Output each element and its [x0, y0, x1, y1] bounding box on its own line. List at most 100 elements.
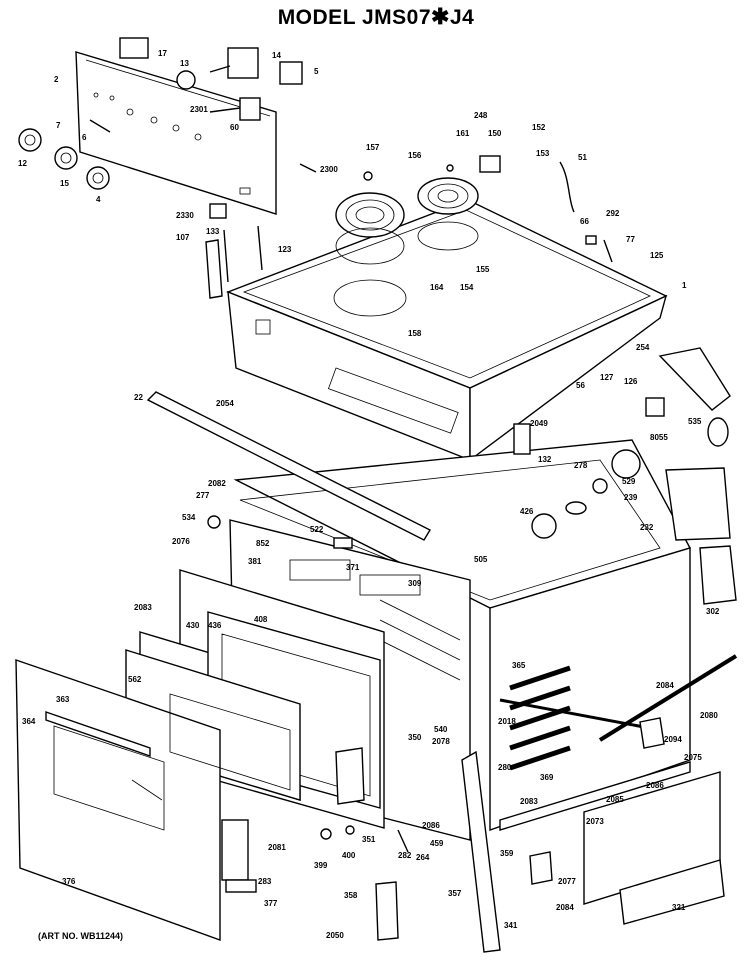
part-label: 534 [182, 513, 196, 522]
part-label: 505 [474, 555, 488, 564]
part-label: 408 [254, 615, 268, 624]
top-trim [146, 391, 431, 541]
part-label: 264 [416, 853, 430, 862]
art-number: (ART NO. WB11244) [38, 931, 124, 941]
part-labels: 17 14 5 13 2 2301 60 7 6 12 15 4 2300 15… [18, 49, 720, 940]
part-label: 365 [512, 661, 526, 670]
part-label: 2049 [530, 419, 548, 428]
part-label: 232 [640, 523, 654, 532]
part-label: 156 [408, 151, 422, 160]
part-label: 107 [176, 233, 190, 242]
part-label: 8055 [650, 433, 668, 442]
part-label: 381 [248, 557, 262, 566]
part-label: 2073 [586, 817, 604, 826]
part-label: 369 [540, 773, 554, 782]
part-label: 2 [54, 75, 59, 84]
part-label: 2081 [268, 843, 286, 852]
part-label: 2085 [606, 795, 624, 804]
part-label: 127 [600, 373, 614, 382]
part-label: 282 [398, 851, 412, 860]
part-label: 2050 [326, 931, 344, 940]
part-label: 2083 [520, 797, 538, 806]
part-label: 154 [460, 283, 474, 292]
part-label: 132 [538, 455, 552, 464]
part-label: 357 [448, 889, 462, 898]
part-label: 2084 [556, 903, 574, 912]
part-label: 158 [408, 329, 422, 338]
part-label: 161 [456, 129, 470, 138]
part-label: 2082 [208, 479, 226, 488]
part-label: 426 [520, 507, 534, 516]
part-label: 363 [56, 695, 70, 704]
part-label: 522 [310, 525, 324, 534]
part-label: 77 [626, 235, 635, 244]
part-label: 66 [580, 217, 589, 226]
part-label: 540 [434, 725, 448, 734]
part-label: 2080 [700, 711, 718, 720]
cooktop-hardware [205, 155, 613, 299]
part-label: 2083 [134, 603, 152, 612]
control-knobs [18, 119, 111, 190]
part-label: 2077 [558, 877, 576, 886]
part-label: 302 [706, 607, 720, 616]
side-components [513, 347, 737, 749]
part-label: 15 [60, 179, 69, 188]
part-label: 150 [488, 129, 502, 138]
part-label: 51 [578, 153, 587, 162]
part-label: 376 [62, 877, 76, 886]
part-label: 4 [96, 195, 101, 204]
part-label: 2054 [216, 399, 234, 408]
surface-units [333, 177, 479, 317]
part-label: 377 [264, 899, 278, 908]
part-label: 5 [314, 67, 319, 76]
part-label: 430 [186, 621, 200, 630]
cooktop [226, 199, 668, 462]
part-label: 359 [500, 849, 514, 858]
part-label: 164 [430, 283, 444, 292]
part-label: 2076 [172, 537, 190, 546]
part-label: 2086 [646, 781, 664, 790]
part-label: 358 [344, 891, 358, 900]
part-label: 155 [476, 265, 490, 274]
title-suffix: J4 [449, 6, 475, 29]
part-label: 126 [624, 377, 638, 386]
side-vents [499, 654, 738, 771]
part-label: 2075 [684, 753, 702, 762]
part-label: 125 [650, 251, 664, 260]
part-label: 529 [622, 477, 636, 486]
part-label: 459 [430, 839, 444, 848]
part-label: 277 [196, 491, 210, 500]
part-label: 852 [256, 539, 270, 548]
outer-door [15, 659, 291, 941]
diagram-title: MODEL JMS07✱J4 [0, 4, 752, 30]
part-label: 283 [258, 877, 272, 886]
part-label: 14 [272, 51, 281, 60]
part-label: 321 [672, 903, 686, 912]
part-label: 12 [18, 159, 27, 168]
part-label: 123 [278, 245, 292, 254]
part-label: 60 [230, 123, 239, 132]
part-label: 2018 [498, 717, 516, 726]
part-label: 7 [56, 121, 61, 130]
part-label: 562 [128, 675, 142, 684]
part-label: 364 [22, 717, 36, 726]
lower-panels [221, 750, 725, 953]
part-label: 309 [408, 579, 422, 588]
part-label: 133 [206, 227, 220, 236]
part-label: 2078 [432, 737, 450, 746]
part-label: 248 [474, 111, 488, 120]
part-label: 6 [82, 133, 87, 142]
part-label: 341 [504, 921, 518, 930]
part-label: 254 [636, 343, 650, 352]
part-label: 153 [536, 149, 550, 158]
part-label: 351 [362, 835, 376, 844]
part-label: 436 [208, 621, 222, 630]
part-label: 400 [342, 851, 356, 860]
part-label: 280 [498, 763, 512, 772]
part-label: 2330 [176, 211, 194, 220]
part-label: 17 [158, 49, 167, 58]
part-label: 2301 [190, 105, 208, 114]
switch-parts [119, 37, 303, 121]
hinges-hardware [207, 515, 553, 941]
